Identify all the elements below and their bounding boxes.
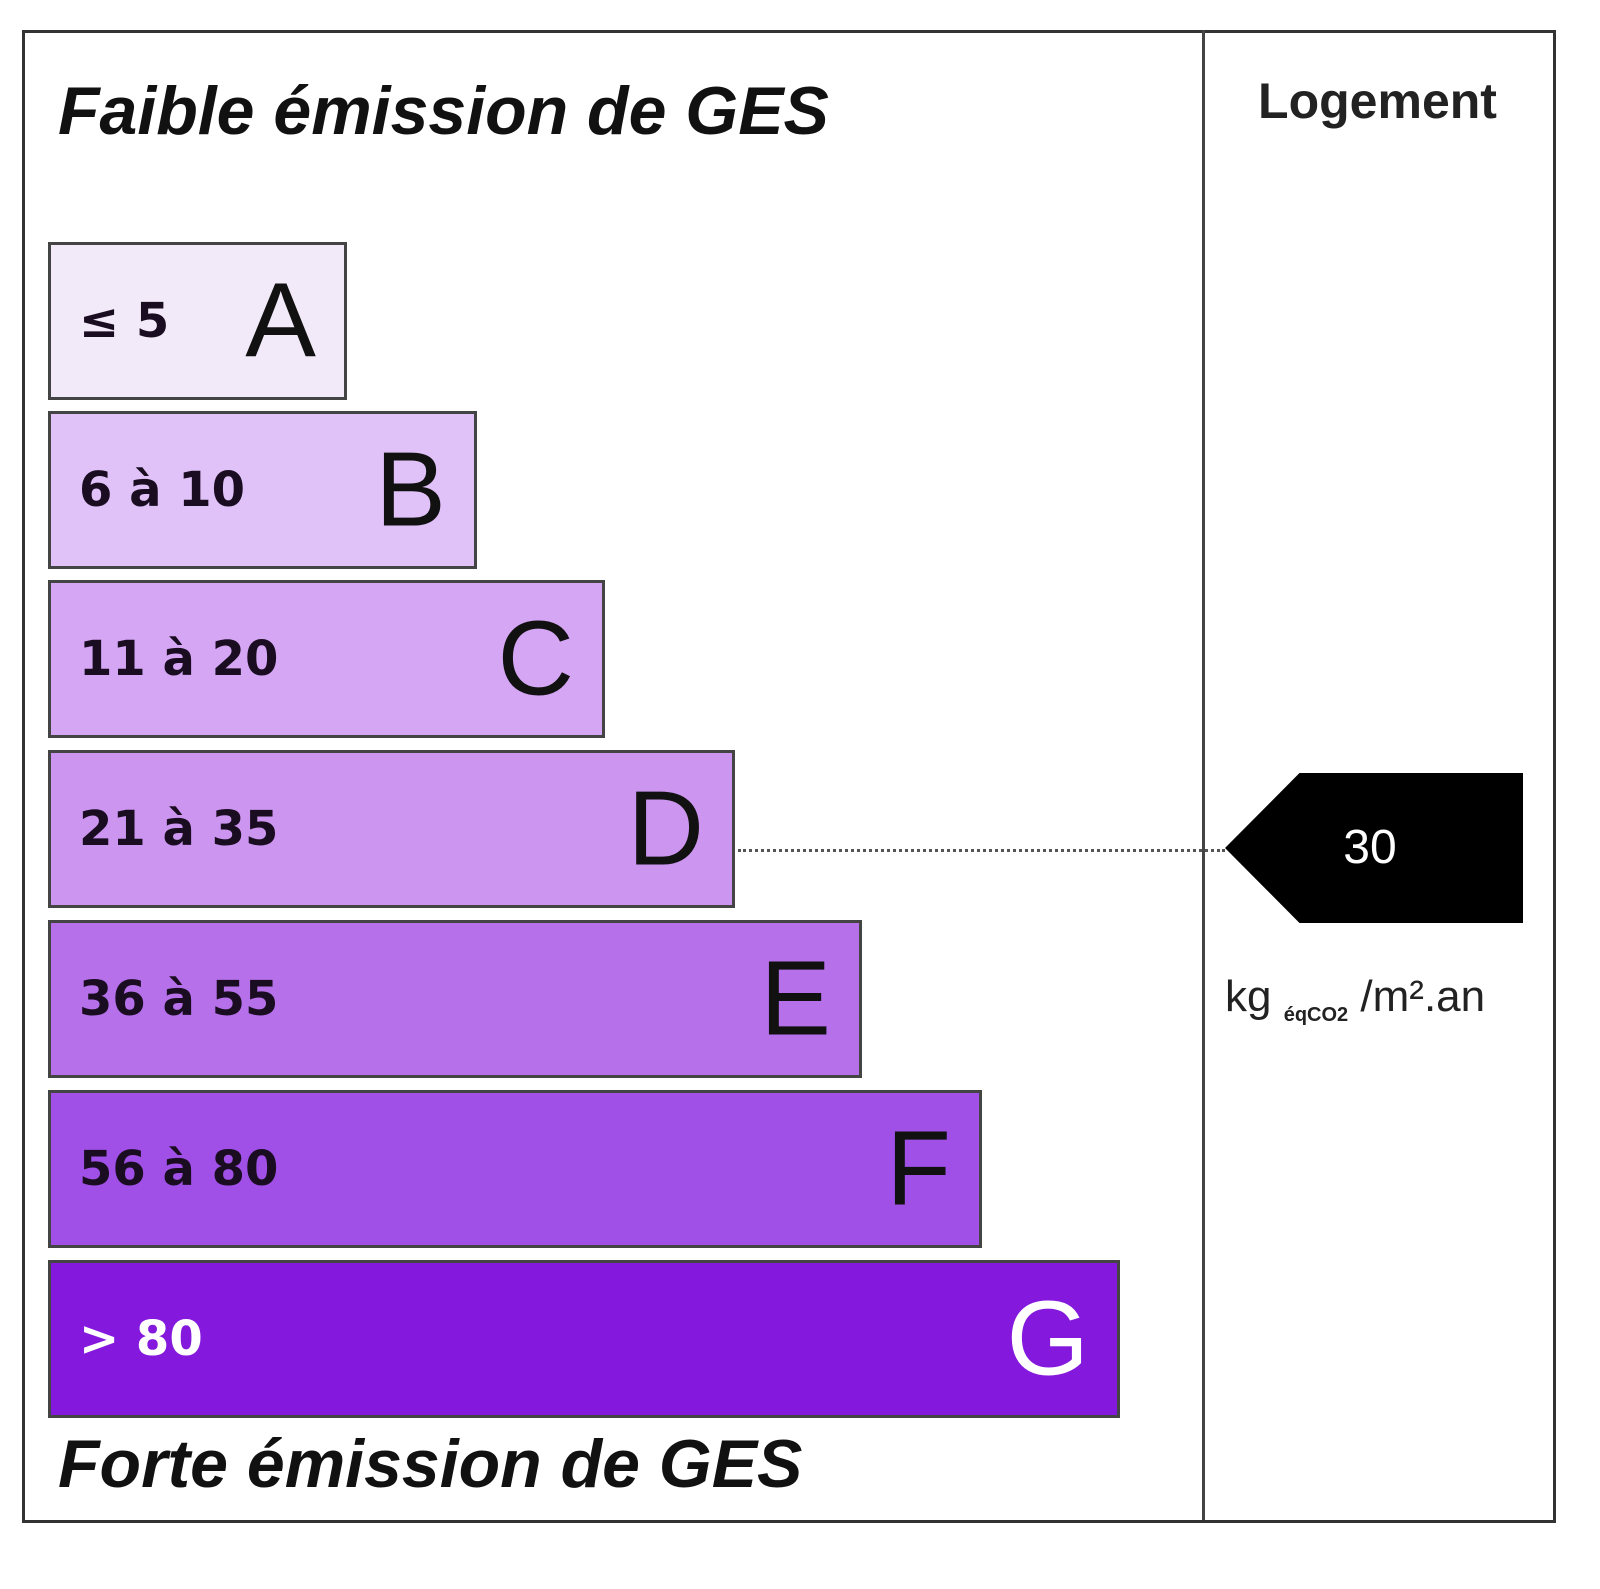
label-frame [22,30,1556,1523]
class-letter: G [1006,1279,1089,1398]
class-letter: C [497,599,574,718]
class-letter: E [760,939,831,1058]
class-bar-f: 56 à 80 F [48,1090,982,1248]
class-bar-e: 36 à 55 E [48,920,862,1078]
class-range: 56 à 80 [79,1141,279,1197]
class-bar-g: > 80 G [48,1260,1120,1418]
class-letter: D [627,769,704,888]
column-title: Logement [1258,73,1497,129]
indicator-leader-line [738,849,1225,852]
low-emission-label: Faible émission de GES [58,73,829,149]
high-emission-label: Forte émission de GES [58,1426,803,1502]
class-letter: A [245,261,316,380]
class-range: 11 à 20 [79,631,279,687]
class-letter: F [886,1109,951,1228]
class-bar-a: ≤ 5 A [48,242,347,400]
class-bar-c: 11 à 20 C [48,580,605,738]
class-range: ≤ 5 [79,293,170,349]
class-range: > 80 [79,1311,203,1367]
unit-label: kg éqCO2 /m².an [1225,972,1486,1026]
class-letter: B [375,430,446,549]
class-bar-b: 6 à 10 B [48,411,477,569]
class-range: 6 à 10 [79,462,246,518]
class-bar-d: 21 à 35 D [48,750,735,908]
indicator-value: 30 [1343,821,1397,874]
class-range: 36 à 55 [79,971,279,1027]
class-range: 21 à 35 [79,801,279,857]
column-divider [1202,30,1205,1520]
